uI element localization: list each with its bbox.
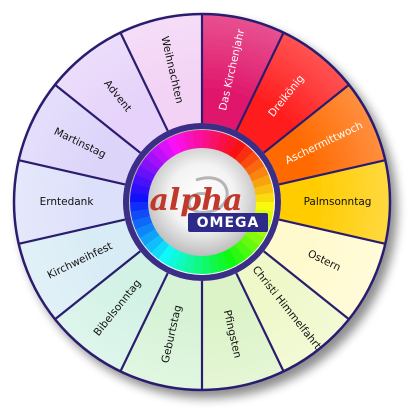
segment-divider [263,83,350,154]
outer-ring [12,12,392,392]
segment-divider [235,32,285,132]
segment-divider [119,272,169,372]
segment-divider [278,218,386,245]
logo-alpha-text: alpha [149,183,242,218]
segment-label: Erntedank [40,196,95,208]
segment-divider [263,250,350,321]
segment-label: Palmsonntag [304,196,372,208]
divider-group [18,14,386,390]
segment-divider [235,272,285,372]
segment-divider [54,250,141,321]
center-hub: alpha OMEGA [123,123,281,281]
segment-divider [54,83,141,154]
logo-swirl-icon [187,176,229,214]
hub-ring [123,123,281,281]
segment-divider [18,159,126,186]
segment-divider [278,159,386,186]
alpha-omega-logo: alpha OMEGA [149,176,268,232]
logo-omega-text: OMEGA [197,215,260,231]
logo-omega-bar [188,213,268,232]
segment-divider [18,218,126,245]
segment-divider [119,32,169,132]
